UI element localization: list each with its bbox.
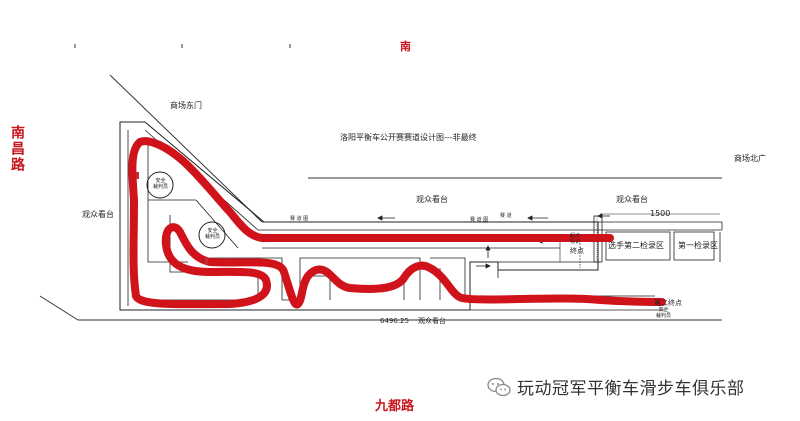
referee-label-2: 安全 裁判员 bbox=[205, 228, 221, 240]
direction-arrow-1 bbox=[377, 215, 395, 221]
stand-left-label: 观众看台 bbox=[82, 210, 114, 219]
race-track-route bbox=[128, 137, 666, 309]
street-boundary-lower-left bbox=[39, 295, 79, 321]
lane-text-2: 赛 道 bbox=[500, 213, 512, 219]
direction-arrow-5 bbox=[476, 263, 491, 269]
stand-top-label: 观众看台 bbox=[416, 195, 448, 204]
direction-arrow-6 bbox=[597, 213, 610, 219]
street-boundary-left bbox=[109, 74, 263, 223]
referee-circle-1 bbox=[146, 171, 174, 199]
east-gate-label: 商场东门 bbox=[170, 101, 202, 110]
road-label-top: 南 bbox=[400, 40, 411, 53]
dimension-bottom: 6496.25 bbox=[380, 317, 409, 325]
venue-outline bbox=[119, 121, 599, 311]
direction-arrow-2 bbox=[527, 215, 548, 221]
road-label-nanchang: 南昌路 bbox=[9, 125, 25, 173]
dimension-right: 1500 bbox=[650, 209, 671, 218]
watermark-text: 玩动冠军平衡车滑步车俱乐部 bbox=[517, 379, 745, 399]
area-second-label: 选手第二检录区 bbox=[608, 241, 664, 250]
stand-bottom-label: 观众看台 bbox=[418, 317, 446, 325]
watermark: 玩动冠军平衡车滑步车俱乐部 bbox=[487, 374, 745, 399]
direction-arrow-4 bbox=[485, 245, 491, 258]
map-title: 洛阳平衡车公开赛赛道设计图---非最终 bbox=[340, 133, 477, 142]
referee-label-bottom: 安全 裁判员 bbox=[656, 307, 672, 319]
finish-label: 终点 bbox=[570, 247, 584, 255]
road-label-jiudu: 九都路 bbox=[375, 399, 415, 414]
wechat-icon bbox=[487, 377, 511, 396]
referee-label-1: 安全 裁判员 bbox=[153, 178, 169, 190]
area-first-box bbox=[673, 231, 715, 261]
area-second-box bbox=[605, 231, 671, 261]
referee-circle-2 bbox=[198, 221, 226, 249]
lane-text-3: 赛 道 图 bbox=[470, 217, 489, 223]
second-finish-label: 第二终点 bbox=[654, 299, 682, 307]
start-sign-label: 起点 标识 bbox=[570, 233, 581, 245]
north-gate-label: 商场北广 bbox=[734, 154, 766, 163]
lane-text-1: 赛 道 图 bbox=[290, 216, 309, 222]
area-first-label: 第一检录区 bbox=[678, 241, 718, 250]
stand-right-label: 观众看台 bbox=[616, 195, 648, 204]
